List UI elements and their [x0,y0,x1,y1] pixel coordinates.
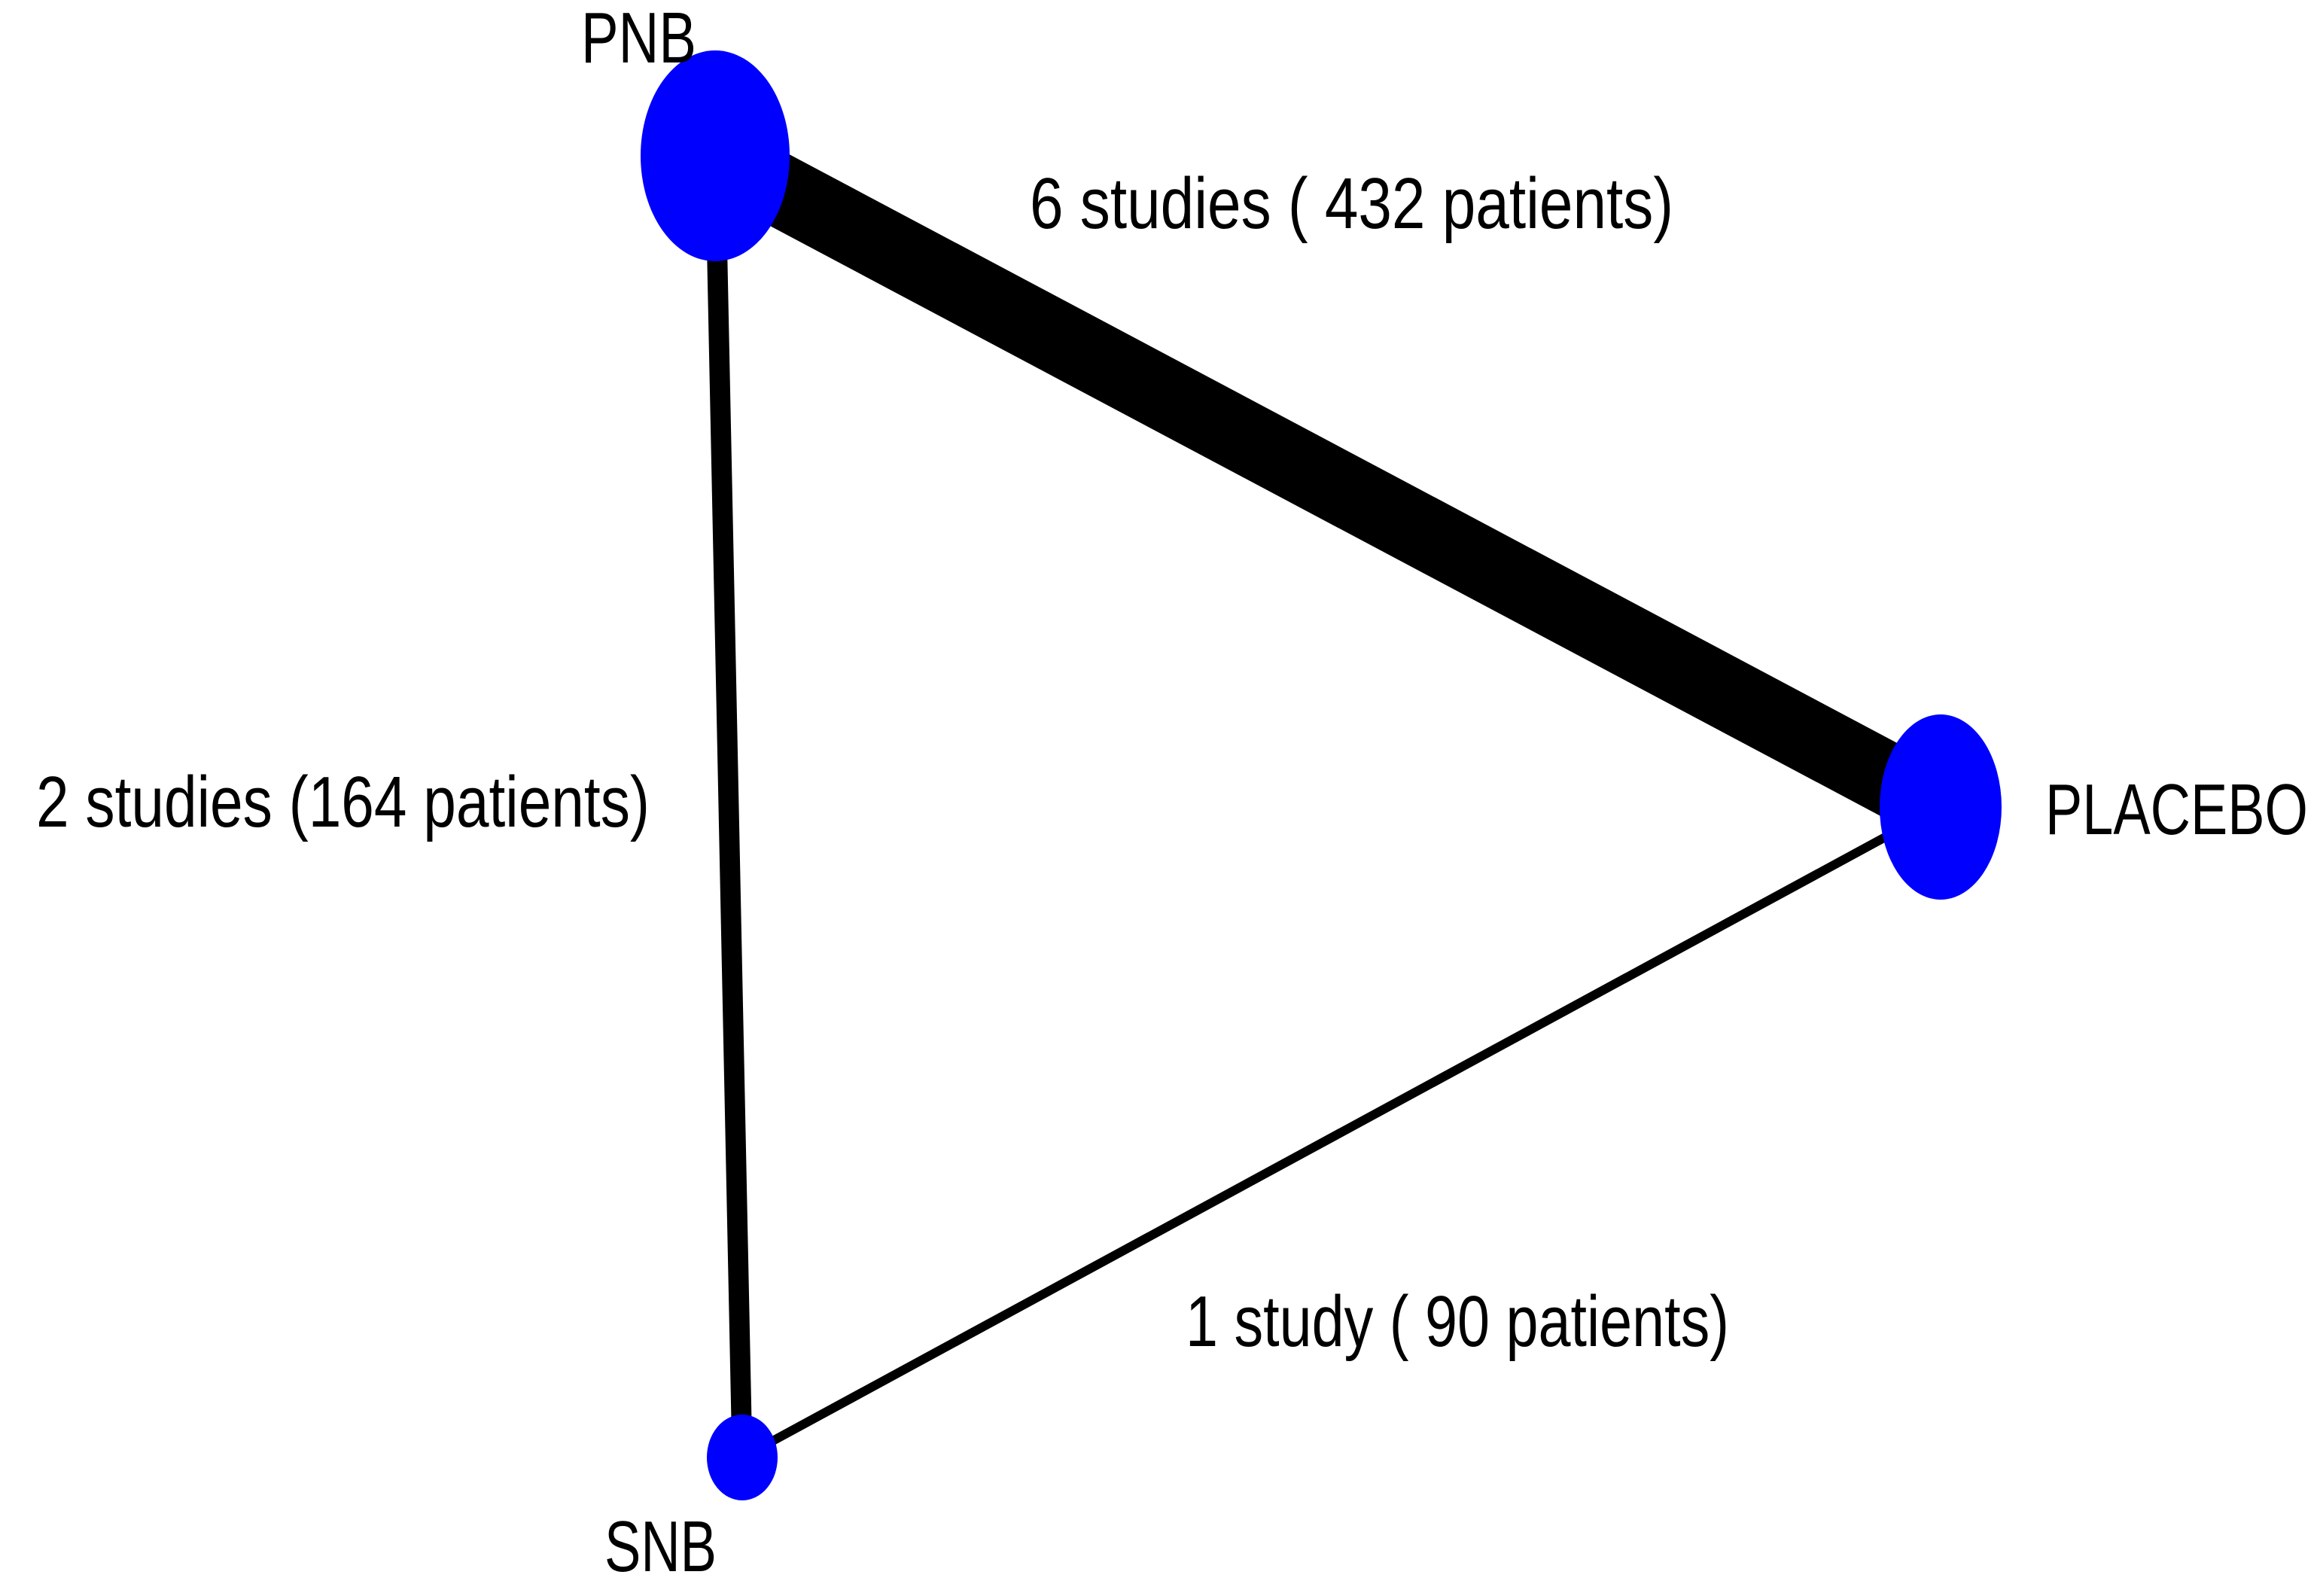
node-label-snb: SNB [604,1506,717,1587]
edge-pnb-placebo [698,123,1958,839]
node-label-pnb: PNB [581,0,696,78]
node-pnb [641,50,790,261]
edge-label-snb-placebo: 1 study ( 90 patients) [1186,1281,1729,1362]
edge-label-pnb-placebo: 6 studies ( 432 patients) [1030,163,1673,244]
node-label-placebo: PLACEBO [2045,769,2308,850]
node-placebo [1880,714,2002,900]
edge-label-pnb-snb: 2 studies (164 patients) [36,762,650,842]
edge-snb-placebo [740,803,1943,1462]
edge-pnb-snb [705,155,753,1458]
node-snb [707,1415,778,1500]
